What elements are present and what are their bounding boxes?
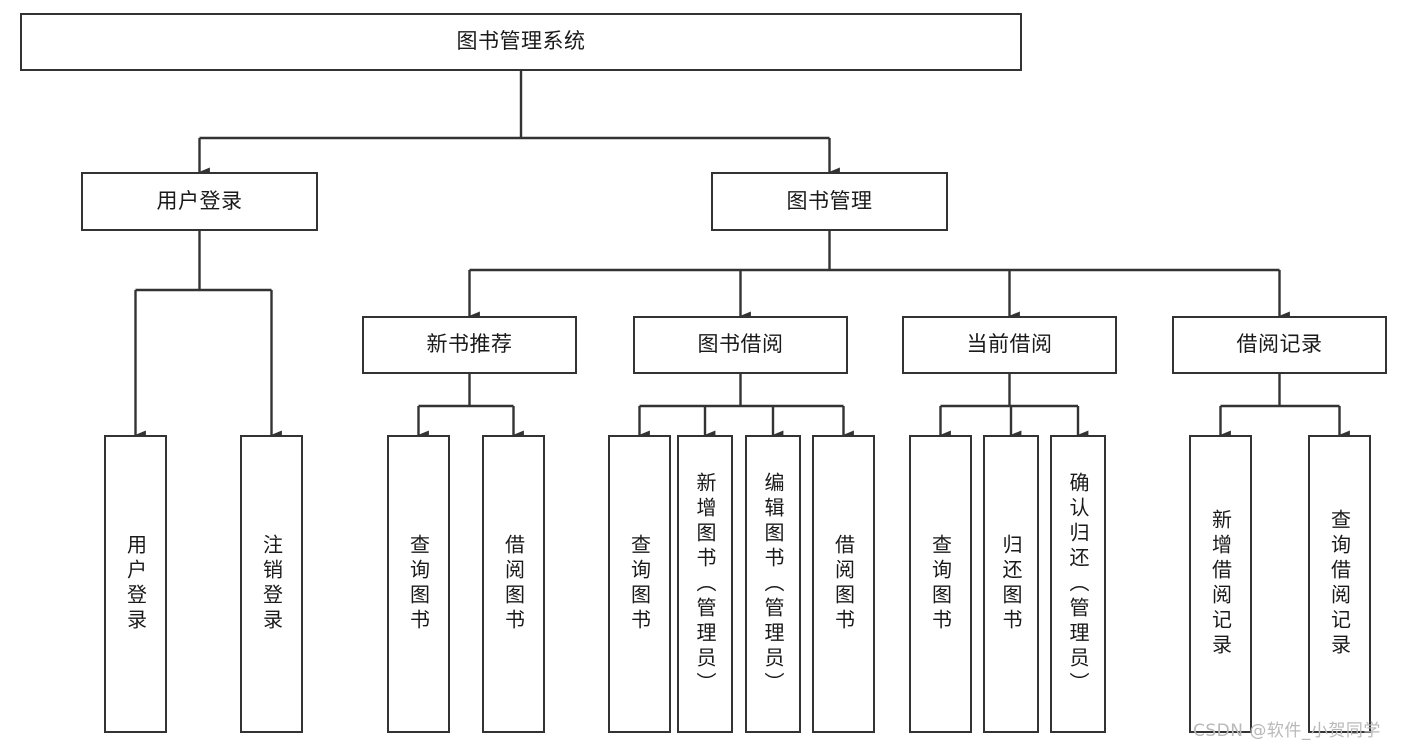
node-leaf-query-book-cur[interactable]: 查询图书 [909,435,972,733]
node-leaf-query-book-borrow[interactable]: 查询图书 [608,435,671,733]
node-leaf-borrow-book-rec[interactable]: 借阅图书 [482,435,545,733]
node-leaf-user-login[interactable]: 用户登录 [104,435,167,733]
node-leaf-query-book-rec-label: 查询图书 [406,534,431,634]
node-leaf-edit-book-label: 编辑图书（管理员） [761,471,785,697]
node-book-manage-label: 图书管理 [786,188,873,213]
node-leaf-logout-label: 注销登录 [259,534,284,634]
node-leaf-query-book-rec[interactable]: 查询图书 [387,435,450,733]
node-root[interactable]: 图书管理系统 [20,13,1022,71]
node-borrow-record[interactable]: 借阅记录 [1172,316,1387,374]
node-leaf-borrow-book[interactable]: 借阅图书 [812,435,875,733]
node-leaf-borrow-book-rec-label: 借阅图书 [501,534,526,634]
node-leaf-query-record-label: 查询借阅记录 [1327,509,1352,659]
node-leaf-confirm-return-label: 确认归还（管理员） [1066,471,1090,697]
node-current-borrow[interactable]: 当前借阅 [902,316,1117,374]
node-leaf-return-book[interactable]: 归还图书 [983,435,1039,733]
node-borrow-record-label: 借阅记录 [1236,332,1323,357]
node-leaf-add-book-label: 新增图书（管理员） [693,471,717,697]
node-new-book-recommend[interactable]: 新书推荐 [362,316,577,374]
node-user-login[interactable]: 用户登录 [81,172,318,231]
node-leaf-borrow-book-label: 借阅图书 [831,534,856,634]
node-root-label: 图书管理系统 [456,29,586,54]
node-leaf-logout[interactable]: 注销登录 [240,435,303,733]
node-book-borrow-label: 图书借阅 [697,332,784,357]
node-book-manage[interactable]: 图书管理 [711,172,948,231]
node-leaf-return-book-label: 归还图书 [999,534,1023,634]
node-leaf-add-book[interactable]: 新增图书（管理员） [677,435,733,733]
node-new-book-recommend-label: 新书推荐 [426,332,513,357]
node-leaf-confirm-return[interactable]: 确认归还（管理员） [1050,435,1106,733]
node-leaf-user-login-label: 用户登录 [123,534,148,634]
node-leaf-query-book-cur-label: 查询图书 [928,534,953,634]
node-leaf-query-book-borrow-label: 查询图书 [627,534,652,634]
node-user-login-label: 用户登录 [156,188,243,213]
node-book-borrow[interactable]: 图书借阅 [633,316,848,374]
node-leaf-edit-book[interactable]: 编辑图书（管理员） [745,435,801,733]
node-leaf-query-record[interactable]: 查询借阅记录 [1308,435,1371,733]
node-leaf-add-record-label: 新增借阅记录 [1208,509,1233,659]
node-current-borrow-label: 当前借阅 [966,332,1053,357]
node-leaf-add-record[interactable]: 新增借阅记录 [1189,435,1252,733]
